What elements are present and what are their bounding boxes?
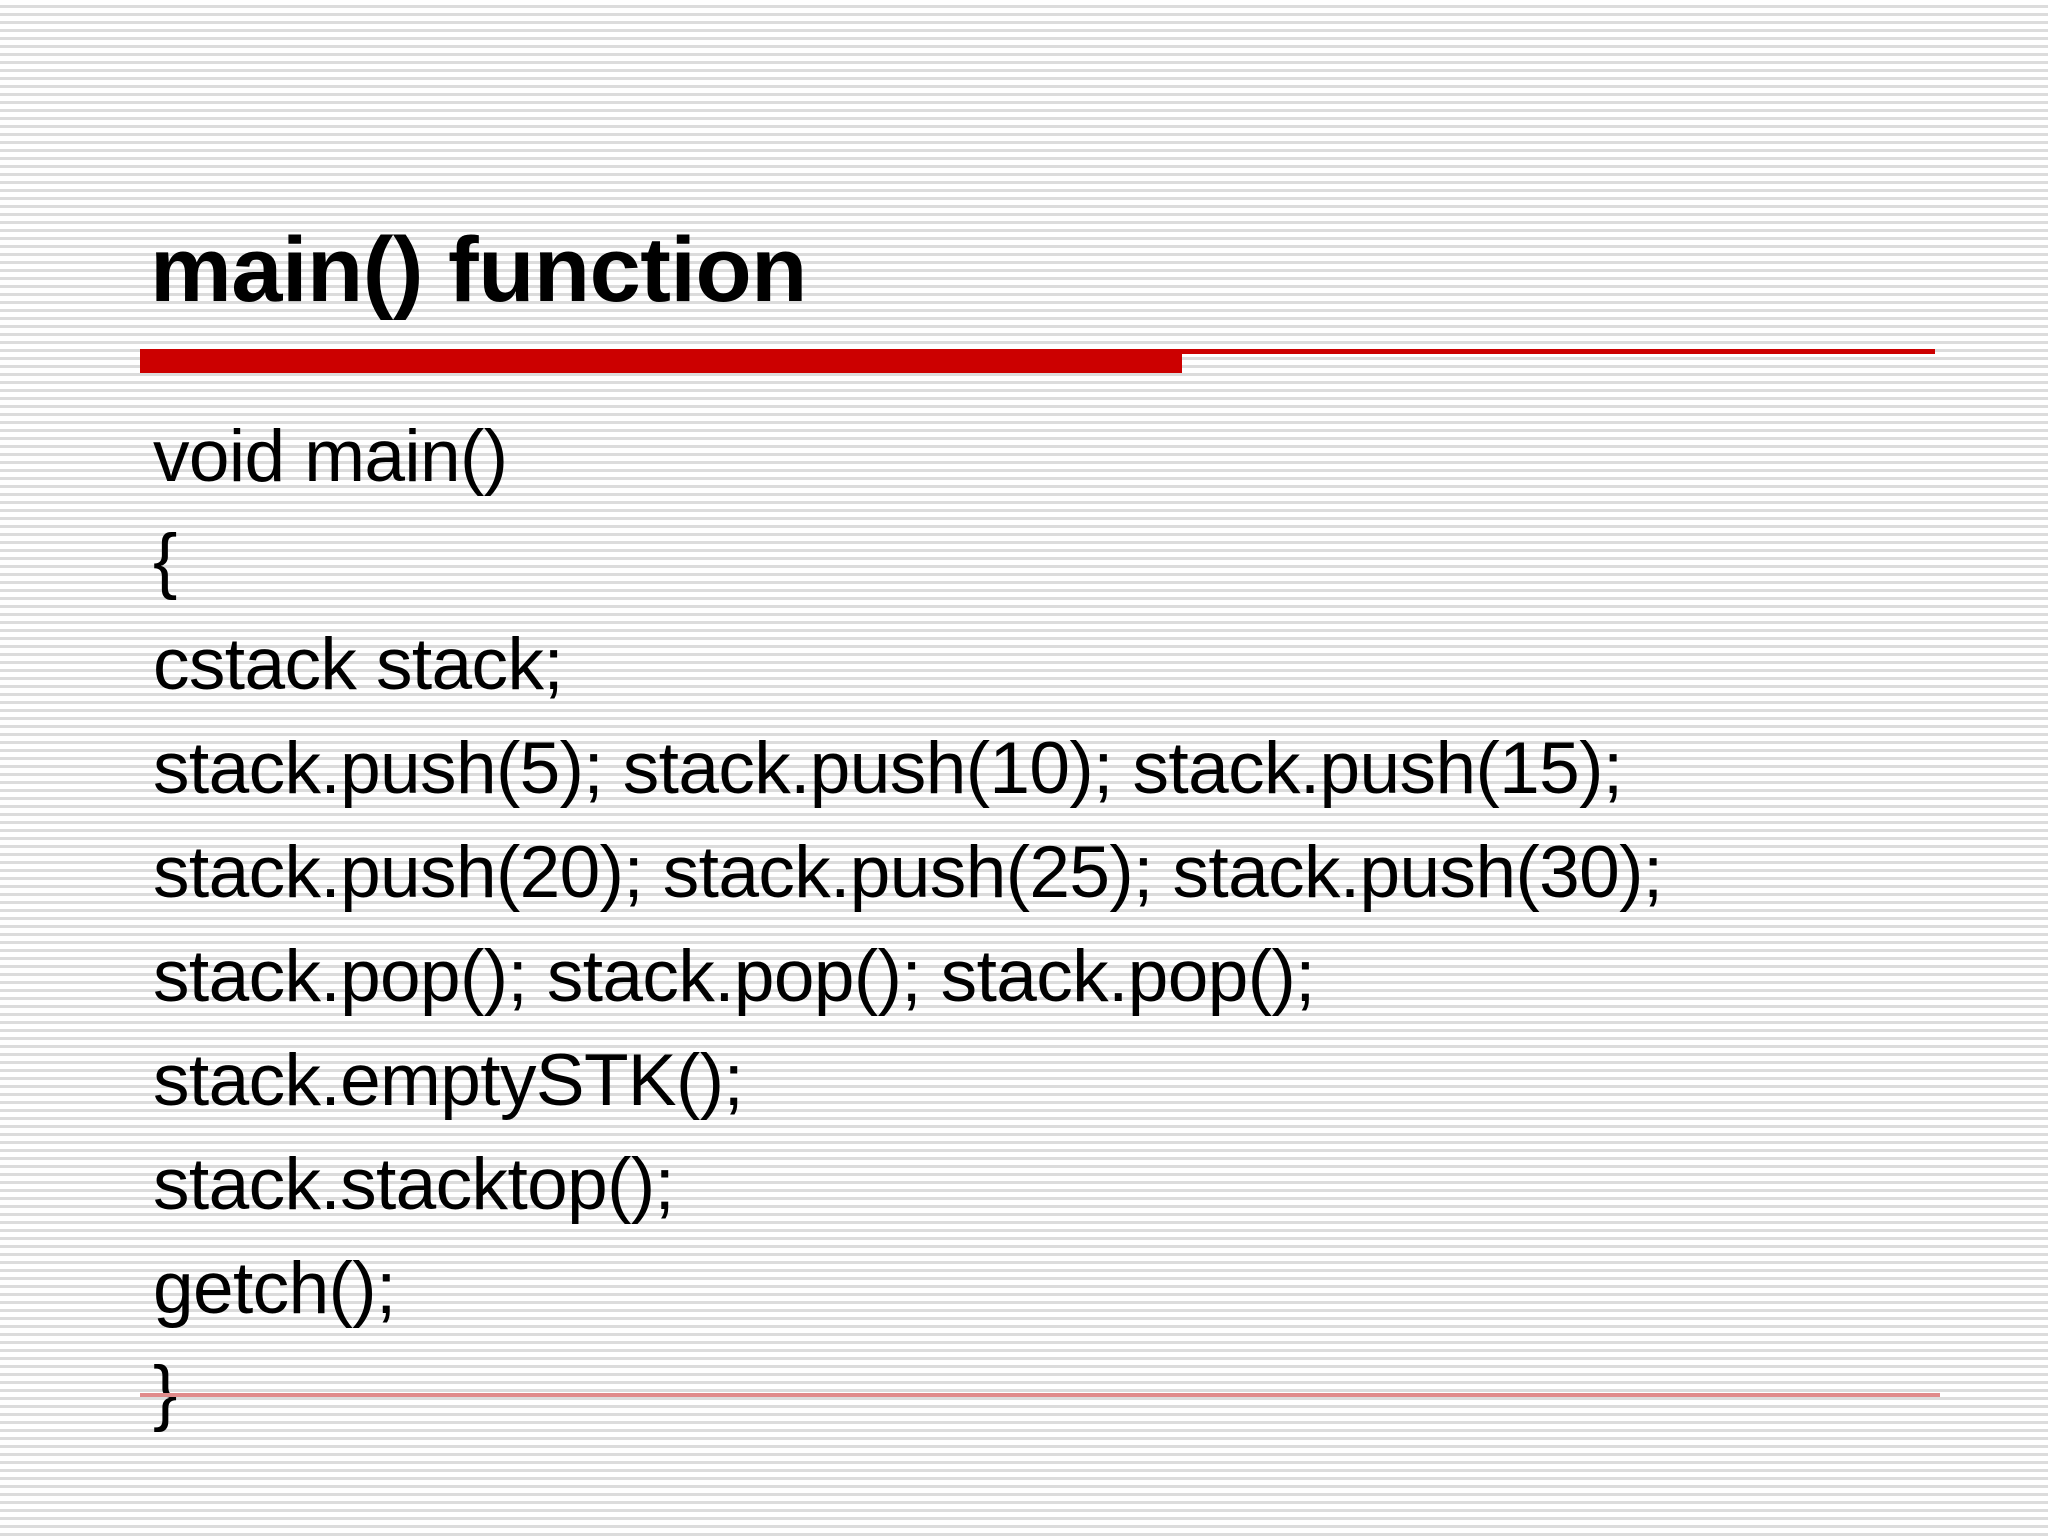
code-line: stack.emptySTK(); [153, 1040, 744, 1121]
title-divider [140, 349, 1935, 373]
code-line: cstack stack; [153, 624, 564, 705]
divider-thick-bar [140, 349, 1182, 373]
code-line: void main() [153, 416, 508, 497]
code-line: { [153, 520, 177, 601]
code-line: stack.stacktop(); [153, 1144, 675, 1225]
bottom-rule [140, 1393, 1940, 1397]
code-line: stack.pop(); stack.pop(); stack.pop(); [153, 936, 1315, 1017]
code-line: stack.push(20); stack.push(25); stack.pu… [153, 832, 1663, 913]
page-title: main() function [150, 219, 807, 321]
code-line: stack.push(5); stack.push(10); stack.pus… [153, 728, 1623, 809]
code-line: getch(); [153, 1248, 396, 1329]
divider-thin-bar [1182, 349, 1935, 354]
code-line: } [153, 1341, 1983, 1445]
code-block: void main() { cstack stack; stack.push(5… [153, 405, 1983, 1445]
